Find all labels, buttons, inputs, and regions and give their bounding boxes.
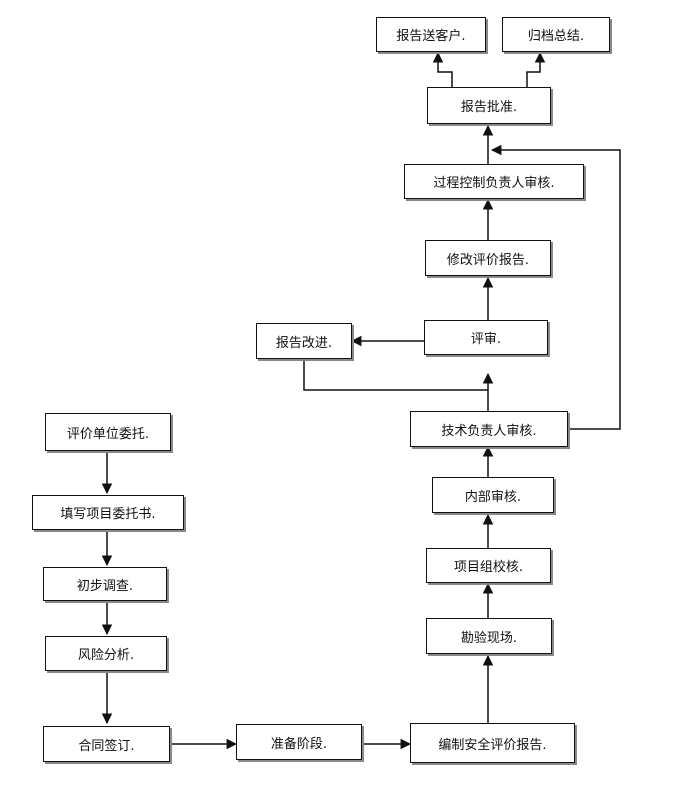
node-report-improvement: 报告改进.: [256, 323, 352, 359]
node-fill-commission-letter: 填写项目委托书.: [32, 495, 184, 530]
node-site-survey: 勘验现场.: [426, 618, 552, 654]
node-risk-analysis: 风险分析.: [45, 636, 167, 671]
node-compile-report: 编制安全评价报告.: [410, 723, 575, 763]
node-technical-review: 技术负责人审核.: [410, 411, 568, 447]
node-archive-summary: 归档总结.: [502, 17, 610, 52]
node-report-to-client: 报告送客户.: [376, 17, 486, 52]
node-process-control-review: 过程控制负责人审核.: [404, 164, 584, 199]
node-revise-report: 修改评价报告.: [425, 240, 551, 276]
node-report-approval: 报告批准.: [427, 87, 551, 124]
node-review: 评审.: [424, 320, 548, 355]
arrow-improvement-loop: [303, 359, 488, 391]
node-contract-signing: 合同签订.: [43, 726, 170, 762]
arrow-approval-to-archive: [526, 51, 546, 87]
arrow-technical-to-approval: [490, 144, 621, 430]
node-project-team-check: 项目组校核.: [426, 548, 551, 583]
arrow-approval-to-client: [432, 51, 453, 87]
node-commission: 评价单位委托.: [45, 413, 171, 451]
node-preliminary-investigation: 初步调查.: [43, 567, 167, 601]
node-preparation-stage: 准备阶段.: [236, 724, 362, 760]
node-internal-review: 内部审核.: [432, 477, 554, 513]
